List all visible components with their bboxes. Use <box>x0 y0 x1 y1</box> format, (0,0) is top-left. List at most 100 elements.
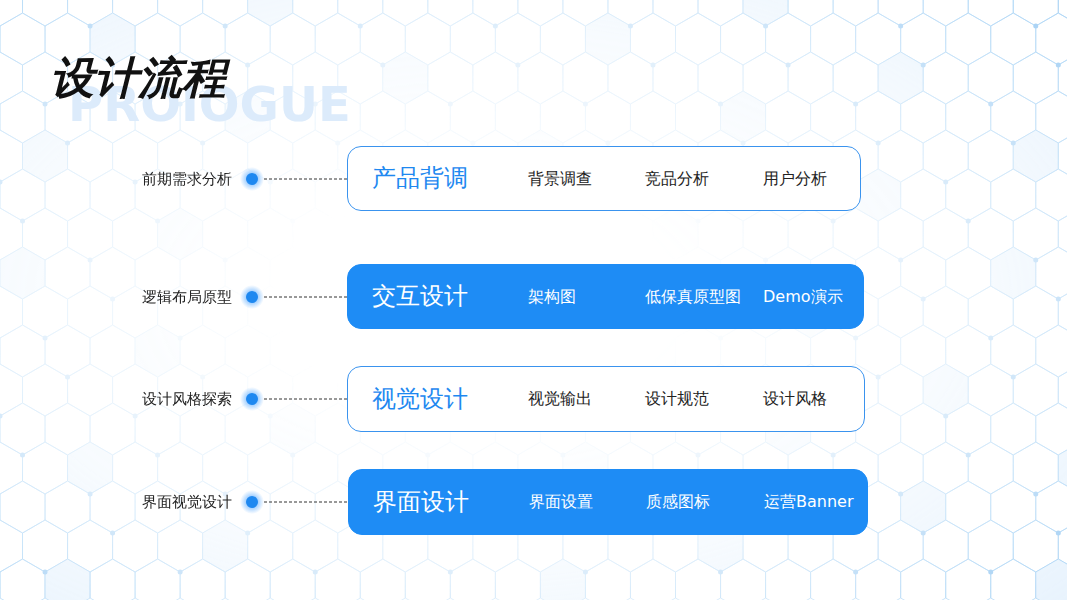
hexagon <box>383 52 428 104</box>
hexagon <box>495 559 540 600</box>
hexagon <box>0 481 45 533</box>
hexagon-dot <box>65 141 70 146</box>
box-item: 运营Banner <box>764 492 853 511</box>
hexagon <box>563 208 608 260</box>
hexagon-dot <box>628 258 633 263</box>
hexagon <box>585 559 630 600</box>
hexagon <box>1013 130 1058 182</box>
box-item: 低保真原型图 <box>645 287 741 306</box>
hexagon <box>293 130 338 182</box>
hexagon <box>1036 169 1067 221</box>
hexagon <box>90 559 135 600</box>
hexagon <box>0 520 23 572</box>
hexagon-dot <box>583 336 588 341</box>
hexagon <box>293 442 338 494</box>
hexagon-dot <box>335 375 340 380</box>
hexagon-dot <box>1011 141 1016 146</box>
hexagon <box>158 0 203 26</box>
hexagon <box>878 286 923 338</box>
hexagon-dot <box>178 570 183 575</box>
hexagon <box>360 559 405 600</box>
hexagon <box>248 520 293 572</box>
hexagon-dot <box>763 24 768 29</box>
hexagon <box>180 403 225 455</box>
hexagon <box>721 559 766 600</box>
hexagon-dot <box>605 141 610 146</box>
hexagon <box>45 325 90 377</box>
hexagon <box>676 91 721 143</box>
hexagon <box>1036 13 1067 65</box>
hexagon <box>923 130 968 182</box>
hexagon <box>428 0 473 26</box>
hexagon <box>270 169 315 221</box>
hexagon <box>856 91 901 143</box>
hexagon <box>225 403 270 455</box>
hexagon <box>946 247 991 299</box>
hexagon <box>1058 208 1067 260</box>
hexagon <box>23 364 68 416</box>
box-item: 架构图 <box>528 287 576 306</box>
hexagon <box>180 325 225 377</box>
hexagon <box>811 91 856 143</box>
hexagon-dot <box>335 141 340 146</box>
hexagon <box>0 442 23 494</box>
hexagon <box>270 325 315 377</box>
box-item: 竞品分析 <box>645 169 709 188</box>
hexagon <box>113 442 158 494</box>
hexagon <box>90 169 135 221</box>
hexagon <box>608 208 653 260</box>
hexagon <box>878 0 923 26</box>
hexagon <box>585 91 630 143</box>
hexagon-dot <box>650 63 655 68</box>
hexagon-dot <box>268 180 273 185</box>
hexagon <box>180 559 225 600</box>
hexagon <box>968 442 1013 494</box>
hexagon <box>158 520 203 572</box>
hexagon <box>428 52 473 104</box>
hexagon-dot <box>988 102 993 107</box>
hexagon-dot <box>133 414 138 419</box>
hexagon <box>0 13 45 65</box>
hexagon-dot <box>718 336 723 341</box>
hexagon <box>0 169 45 221</box>
hexagon <box>991 559 1036 600</box>
hexagon <box>225 325 270 377</box>
hexagon-dot <box>1033 258 1038 263</box>
hexagon <box>90 481 135 533</box>
hexagon <box>878 364 923 416</box>
hexagon <box>630 559 675 600</box>
hexagon-dot <box>696 219 701 224</box>
hexagon <box>856 325 901 377</box>
hexagon <box>293 0 338 26</box>
hexagon <box>203 520 248 572</box>
marker-row <box>240 285 347 309</box>
hexagon-dot <box>110 297 115 302</box>
hexagon-dot <box>133 180 138 185</box>
hexagon-dot <box>921 63 926 68</box>
hexagon <box>315 13 360 65</box>
hexagon <box>270 403 315 455</box>
hexagon-dot <box>718 102 723 107</box>
hexagon <box>878 208 923 260</box>
hexagon <box>991 13 1036 65</box>
hexagon <box>0 286 23 338</box>
hexagon-dot <box>741 141 746 146</box>
hexagon-dot <box>223 24 228 29</box>
box-item: 视觉输出 <box>528 389 592 408</box>
hexagon <box>946 13 991 65</box>
hexagon-dot <box>988 570 993 575</box>
hexagon-dot <box>268 414 273 419</box>
hexagon <box>766 559 811 600</box>
hexagon-dot <box>0 180 3 185</box>
hexagon <box>0 130 23 182</box>
hexagon <box>203 442 248 494</box>
hexagon <box>0 559 45 600</box>
hexagon <box>968 130 1013 182</box>
marker-row <box>240 490 348 514</box>
hexagon <box>653 0 698 26</box>
hexagon <box>923 0 968 26</box>
hexagon <box>811 13 856 65</box>
hexagon <box>45 481 90 533</box>
hexagon <box>630 13 675 65</box>
hexagon <box>901 559 946 600</box>
